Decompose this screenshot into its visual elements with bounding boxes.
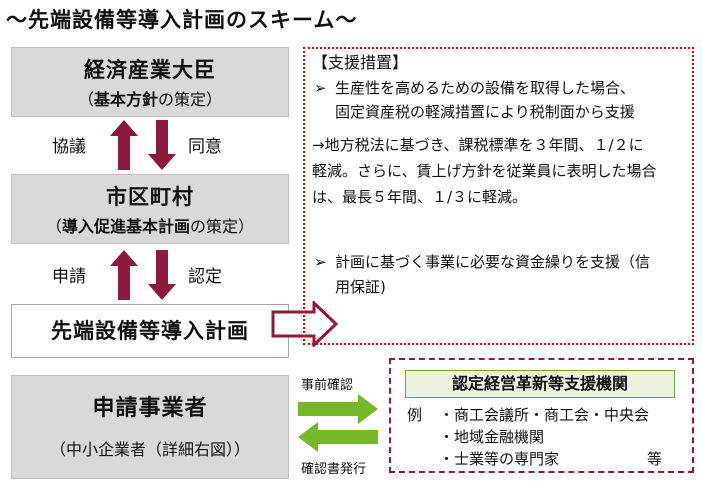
confirmation-issue-label: 確認書発行 <box>301 462 367 477</box>
municipality-sub-bold: 導入促進基本計画 <box>61 217 190 236</box>
apply-label: 申請 <box>52 267 86 287</box>
minister-sub-bold: 基本方針 <box>93 90 158 109</box>
plan-box: 先端設備等導入計画 <box>11 304 289 358</box>
page-title: 〜先端設備等導入計画のスキーム〜 <box>6 8 358 32</box>
left-arrow-icon <box>298 422 378 452</box>
up-arrow-icon <box>110 250 138 300</box>
agency-example-label: 例 <box>407 406 423 424</box>
bullet-icon: ➢ <box>314 253 327 271</box>
down-arrow-icon <box>148 120 176 170</box>
consult-label: 協議 <box>52 137 86 157</box>
agency-example-tail: 等 <box>647 450 663 468</box>
support-bullet-1-line-2: 固定資産税の軽減措置により税制面から支援 <box>335 103 635 121</box>
plan-label: 先端設備等導入計画 <box>51 319 249 343</box>
applicant-name: 申請事業者 <box>92 396 208 421</box>
pre-confirmation-label: 事前確認 <box>301 378 354 393</box>
agree-label: 同意 <box>188 137 222 157</box>
support-note-line-1: →地方税法に基づき、課税標準を３年間、１/２に <box>312 136 644 154</box>
minister-sub-rest: の策定） <box>158 90 223 109</box>
down-arrow-icon <box>148 250 176 300</box>
agency-example-2: ・地域金融機関 <box>439 428 545 446</box>
right-arrow-icon <box>298 394 378 424</box>
apply-approve-arrows <box>110 250 176 300</box>
support-note-line-3: は、最長５年間、１/３に軽減。 <box>312 188 528 206</box>
municipality-name: 市区町村 <box>106 185 194 209</box>
confirmation-arrows <box>298 394 378 452</box>
applicant-box: 申請事業者 （中小企業者（詳細右図）） <box>11 375 289 479</box>
up-arrow-icon <box>110 120 138 170</box>
support-measures-box: 【支援措置】 ➢ 生産性を高めるための設備を取得した場合、 固定資産税の軽減措置… <box>303 47 694 345</box>
municipality-sub: （導入促進基本計画の策定） <box>12 213 288 237</box>
support-heading: 【支援措置】 <box>312 53 409 72</box>
bullet-icon: ➢ <box>314 79 327 97</box>
applicant-sub: （中小企業者（詳細右図）） <box>49 440 250 459</box>
approve-label: 認定 <box>188 267 222 287</box>
support-note-line-2: 軽減。さらに、賃上げ方針を従業員に表明した場合 <box>312 162 657 180</box>
support-bullet-1-line-1: 生産性を高めるための設備を取得した場合、 <box>335 79 636 97</box>
support-bullet-2-line-1: 計画に基づく事業に必要な資金繰りを支援（信 <box>335 253 651 271</box>
agency-example-1: ・商工会議所・商工会・中央会 <box>439 406 650 424</box>
consult-agree-arrows <box>110 120 176 170</box>
support-agency-box: 認定経営革新等支援機関 例 ・商工会議所・商工会・中央会 ・地域金融機関 ・士業… <box>389 358 694 473</box>
minister-box: 経済産業大臣 （基本方針の策定） <box>11 47 289 117</box>
municipality-box: 市区町村 （導入促進基本計画の策定） <box>11 174 289 244</box>
support-bullet-2-line-2: 用保証) <box>335 278 386 296</box>
minister-sub: （基本方針の策定） <box>12 86 288 110</box>
municipality-sub-rest: の策定） <box>190 217 255 236</box>
support-agency-title: 認定経営革新等支援機関 <box>405 370 675 398</box>
minister-name: 経済産業大臣 <box>84 58 216 82</box>
municipality-sub-open: （ <box>45 217 62 236</box>
agency-example-3: ・士業等の専門家 <box>439 450 560 468</box>
minister-sub-open: （ <box>77 90 94 109</box>
